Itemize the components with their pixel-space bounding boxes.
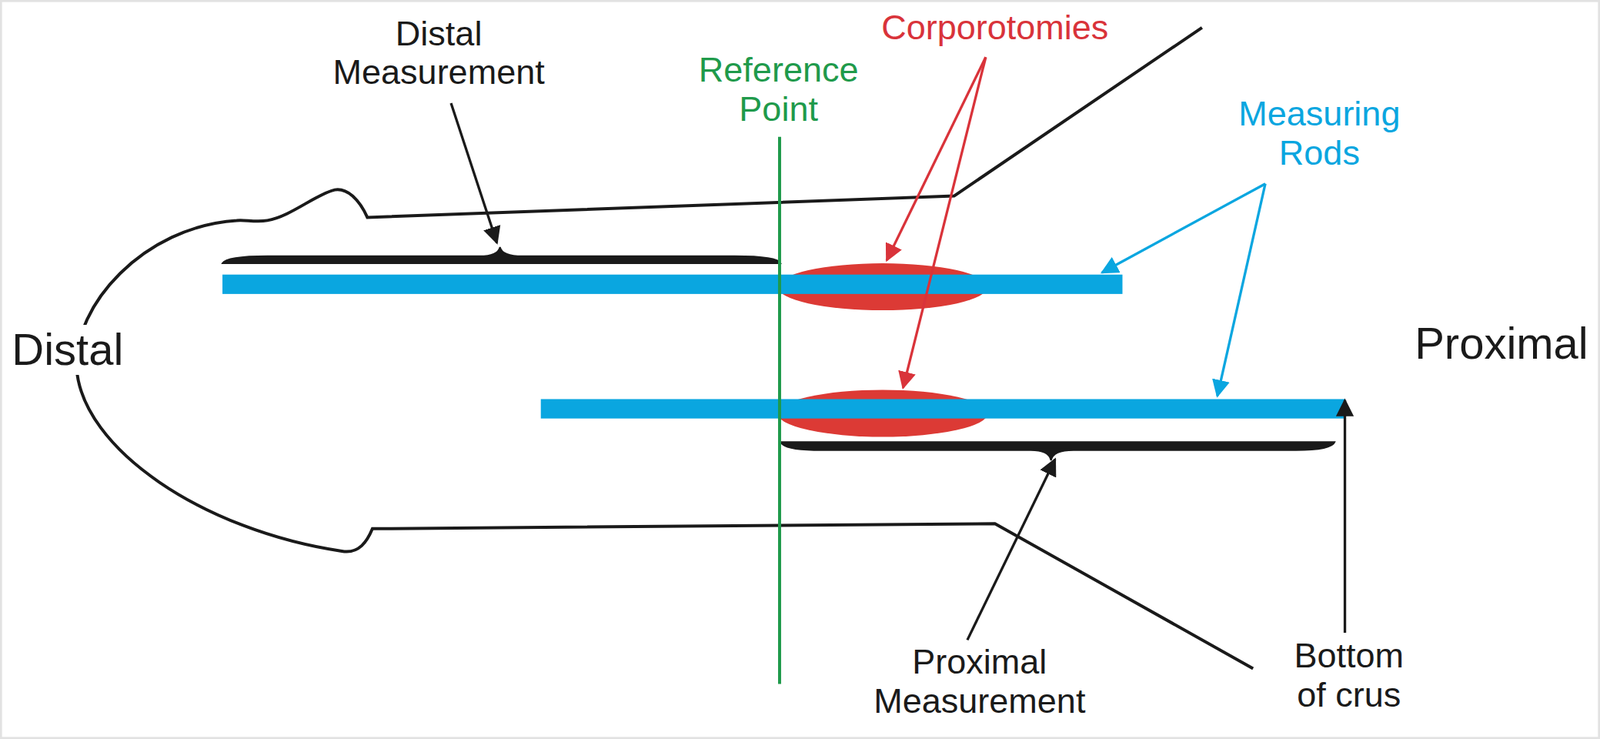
distal-brace — [222, 247, 781, 264]
leader-line — [1217, 183, 1266, 397]
part-label: Corporotomies — [879, 8, 1110, 47]
proximal-brace — [780, 441, 1335, 461]
part-label: Reference Point — [677, 50, 881, 129]
leader-line — [1343, 400, 1347, 633]
part-label: Proximal — [1412, 318, 1590, 369]
part-label: Bottom of crus — [1275, 636, 1422, 715]
leader-line — [902, 56, 986, 388]
part-label: Distal Measurement — [310, 14, 568, 93]
measuring-rod — [541, 398, 1346, 418]
part-label: Proximal Measurement — [851, 642, 1109, 721]
part-label: Measuring Rods — [1217, 94, 1421, 173]
penis-outline — [76, 27, 1253, 669]
leader-line — [1102, 183, 1266, 273]
part-label: Distal — [10, 324, 125, 375]
leader-line — [886, 56, 986, 261]
measuring-rod — [222, 274, 1123, 294]
leader-line — [967, 459, 1056, 641]
reference-line — [778, 136, 782, 685]
leader-line — [450, 103, 498, 244]
